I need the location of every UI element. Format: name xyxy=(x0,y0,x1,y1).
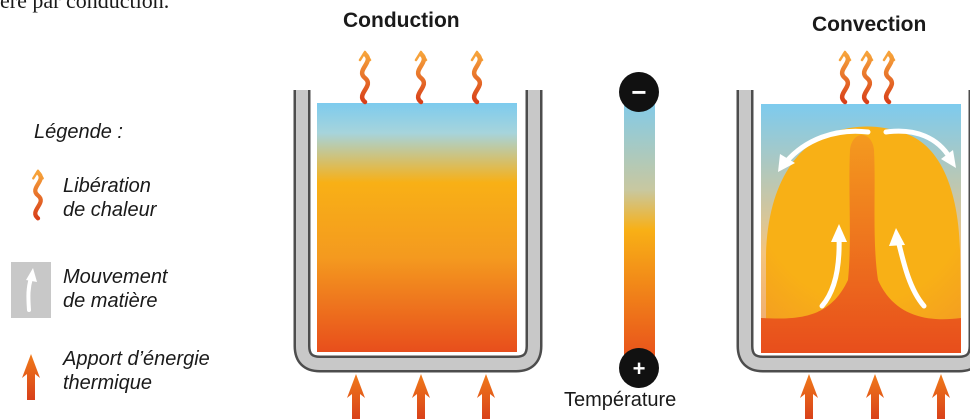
heat-release-icon xyxy=(862,52,872,102)
temperature-label: Température xyxy=(564,389,677,411)
heat-input-arrow-icon xyxy=(932,374,950,419)
flow-arrow-top-right xyxy=(883,128,953,161)
flow-arrow-left xyxy=(819,233,842,309)
matter-movement-icon xyxy=(11,262,51,318)
legend-title: Légende : xyxy=(34,121,123,143)
convection-title: Convection xyxy=(812,13,927,36)
legend-line: Libération xyxy=(63,175,151,197)
heat-input-arrow-icon xyxy=(22,354,40,400)
heat-release-icon xyxy=(32,169,44,221)
legend-label-heat-input: Apport d’énergie thermique xyxy=(63,347,210,395)
legend-icons xyxy=(11,169,51,400)
heat-release-icon xyxy=(416,52,426,102)
conduction-pot xyxy=(293,52,543,419)
conduction-title: Conduction xyxy=(343,9,460,32)
temperature-scale: − + xyxy=(619,72,659,388)
legend-line: Mouvement xyxy=(63,266,168,288)
minus-marker xyxy=(619,72,659,112)
flow-arrow-top-left xyxy=(783,128,871,165)
legend-line: de chaleur xyxy=(63,199,157,221)
temperature-gradient-bar xyxy=(624,96,655,364)
legend-label-heat-release: Libération de chaleur xyxy=(63,174,156,222)
conduction-liquid xyxy=(317,103,517,352)
heat-release-icon xyxy=(472,52,482,102)
convection-pot xyxy=(736,52,970,419)
minus-sign: − xyxy=(631,77,646,107)
heat-input-arrow-icon xyxy=(477,374,495,419)
truncated-caption: ère par conduction. xyxy=(0,0,170,13)
hot-core xyxy=(761,135,961,353)
legend-label-matter-movement: Mouvement de matière xyxy=(63,265,168,313)
heat-release-icon xyxy=(884,52,894,102)
legend-line: Apport d’énergie xyxy=(63,348,210,370)
heat-release-icon xyxy=(360,52,370,102)
heat-input-arrow-icon xyxy=(866,374,884,419)
flow-arrow-right xyxy=(895,237,927,309)
heat-release-icon xyxy=(840,52,850,102)
legend-line: de matière xyxy=(63,290,158,312)
legend-line: thermique xyxy=(63,372,152,394)
heat-input-arrow-icon xyxy=(800,374,818,419)
plus-sign: + xyxy=(633,356,646,381)
heat-input-arrow-icon xyxy=(347,374,365,419)
plus-marker xyxy=(619,348,659,388)
heat-input-arrow-icon xyxy=(412,374,430,419)
